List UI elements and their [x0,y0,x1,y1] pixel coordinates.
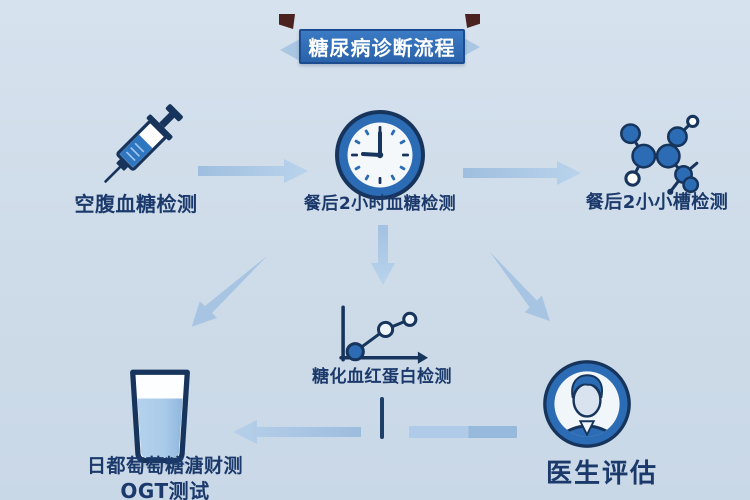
label-ogtt-line2: OGT测试 [120,478,210,500]
arrow-down-right-to-doctor [489,251,550,322]
label-ogtt-test: 日都萄萄糖溏财测 OGT测试 [55,455,275,500]
arrow-fasting-to-postprandial [198,159,308,183]
page-title: 糖尿病诊断流程 [299,29,465,64]
label-fasting-glucose-test: 空腹血糖检测 [74,192,198,216]
syringe-icon [104,104,183,183]
doctor-avatar-icon [543,360,631,448]
ribbon-fold-left [279,14,295,29]
line-chart-icon [339,305,428,364]
arrow-left-to-ogtt [233,420,361,444]
label-postprandial-glucose-test: 餐后2小时血糖检测 [303,194,457,214]
arrow-down-left-to-ogtt [191,255,268,327]
arrow-postprandial-to-sugar [463,161,581,185]
label-doctor-evaluation: 医生评估 [545,459,658,489]
label-postprandial-sugar-test: 餐后2小小槽检测 [585,192,729,213]
label-hba1c-test: 糖化血红蛋白检测 [312,367,452,387]
glass-icon [130,369,190,468]
molecule-icon [620,114,700,195]
clock-icon [335,110,425,200]
label-ogtt-line1: 日都萄萄糖溏财测 [86,455,243,477]
connector-bar-to-doctor [409,426,517,438]
arrow-postprandial-to-hba1c [371,225,395,285]
title-banner: 糖尿病诊断流程 [279,14,481,64]
ribbon-fold-right [465,14,480,28]
divider-below-hba1c [380,397,384,439]
ribbon-chevron-left-icon [280,39,300,61]
